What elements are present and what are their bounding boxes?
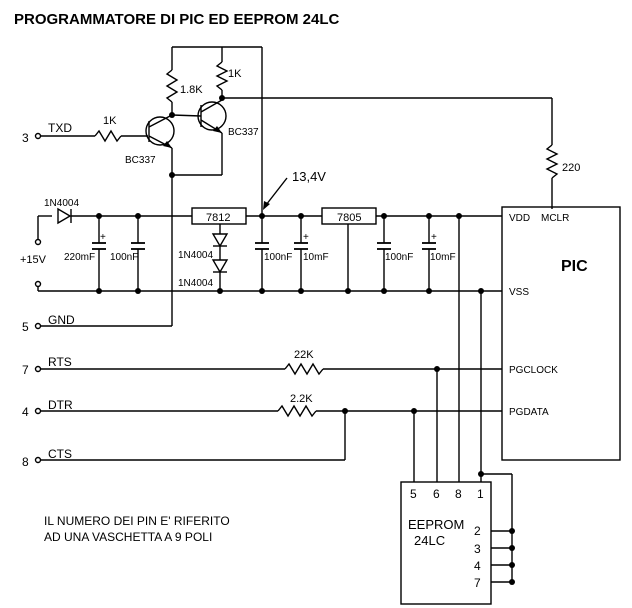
pin-number: 7 <box>22 363 29 377</box>
note-line1: IL NUMERO DEI PIN E' RIFERITO <box>44 514 230 528</box>
pic-mclr: MCLR <box>541 213 569 224</box>
note-line2: AD UNA VASCHETTA A 9 POLI <box>44 530 212 544</box>
pin-number: 8 <box>22 455 29 469</box>
plus-sign: + <box>303 232 309 243</box>
c1-label: 220mF <box>64 252 95 263</box>
eeprom-name-2: 24LC <box>414 533 445 548</box>
serial-pin-txd: 3 TXD <box>22 121 72 145</box>
plus-sign: + <box>100 232 106 243</box>
c3-label: 100nF <box>264 252 292 263</box>
serial-pin-rts: 7 RTS <box>22 355 72 377</box>
reg2-label: 7805 <box>337 212 361 224</box>
pin-number: 5 <box>22 320 29 334</box>
r-dtr-label: 2.2K <box>290 393 313 405</box>
q1-label: BC337 <box>125 155 156 166</box>
voltage-label: 13,4V <box>292 169 326 184</box>
pic-vdd: VDD <box>509 213 530 224</box>
signal-lines: 22K 2.2K <box>41 216 513 582</box>
c4-label: 10mF <box>303 252 329 263</box>
serial-pin-cts: 8 CTS <box>22 447 72 469</box>
r-txd-label: 1K <box>103 115 117 127</box>
eeprom-name: EEPROM <box>408 517 464 532</box>
r-q1-label: 1.8K <box>180 84 203 96</box>
supply-label: +15V <box>20 254 47 266</box>
reg1-label: 7812 <box>206 212 230 224</box>
q2-label: BC337 <box>228 127 259 138</box>
eeprom-pin: 2 <box>474 524 481 538</box>
pin-label: RTS <box>48 355 72 369</box>
r-rts-label: 22K <box>294 349 314 361</box>
r-mclr-label: 220 <box>562 162 580 174</box>
eeprom-pin: 7 <box>474 576 481 590</box>
eeprom-pin: 1 <box>477 487 484 501</box>
q1-transistor <box>145 116 175 146</box>
power-supply: 1N4004 7812 7805 +15V + 220mF 100nF <box>20 169 502 294</box>
eeprom-pin: 5 <box>410 487 417 501</box>
title: PROGRAMMATORE DI PIC ED EEPROM 24LC <box>14 11 339 28</box>
d-ref1-label: 1N4004 <box>178 250 213 261</box>
eeprom-pin: 6 <box>433 487 440 501</box>
serial-pin-dtr: 4 DTR <box>22 398 73 419</box>
plus-sign: + <box>431 232 437 243</box>
r-q2-label: 1K <box>228 68 242 80</box>
pin-label: CTS <box>48 447 72 461</box>
transistor-driver: 1K BC337 BC337 1.8K 1K <box>41 46 580 326</box>
pin-number: 4 <box>22 405 29 419</box>
d-input-label: 1N4004 <box>44 198 79 209</box>
pin-label: TXD <box>48 121 72 135</box>
pic-pgclock: PGCLOCK <box>509 365 558 376</box>
eeprom-pin: 3 <box>474 542 481 556</box>
pin-label: GND <box>48 313 75 327</box>
eeprom-pin: 8 <box>455 487 462 501</box>
eeprom-chip: 5 6 8 1 EEPROM 24LC 2 3 4 7 <box>400 481 515 605</box>
c6-label: 10mF <box>430 252 456 263</box>
c2-label: 100nF <box>110 252 138 263</box>
pin-number: 3 <box>22 131 29 145</box>
pin-label: DTR <box>48 398 73 412</box>
pic-chip: PIC VDD MCLR VSS PGCLOCK PGDATA <box>501 206 621 461</box>
pic-pgdata: PGDATA <box>509 407 549 418</box>
c5-label: 100nF <box>385 252 413 263</box>
d-ref2-label: 1N4004 <box>178 278 213 289</box>
eeprom-pin: 4 <box>474 559 481 573</box>
pic-name: PIC <box>561 258 588 275</box>
serial-pin-gnd: 5 GND <box>22 313 75 334</box>
pic-vss: VSS <box>509 287 529 298</box>
